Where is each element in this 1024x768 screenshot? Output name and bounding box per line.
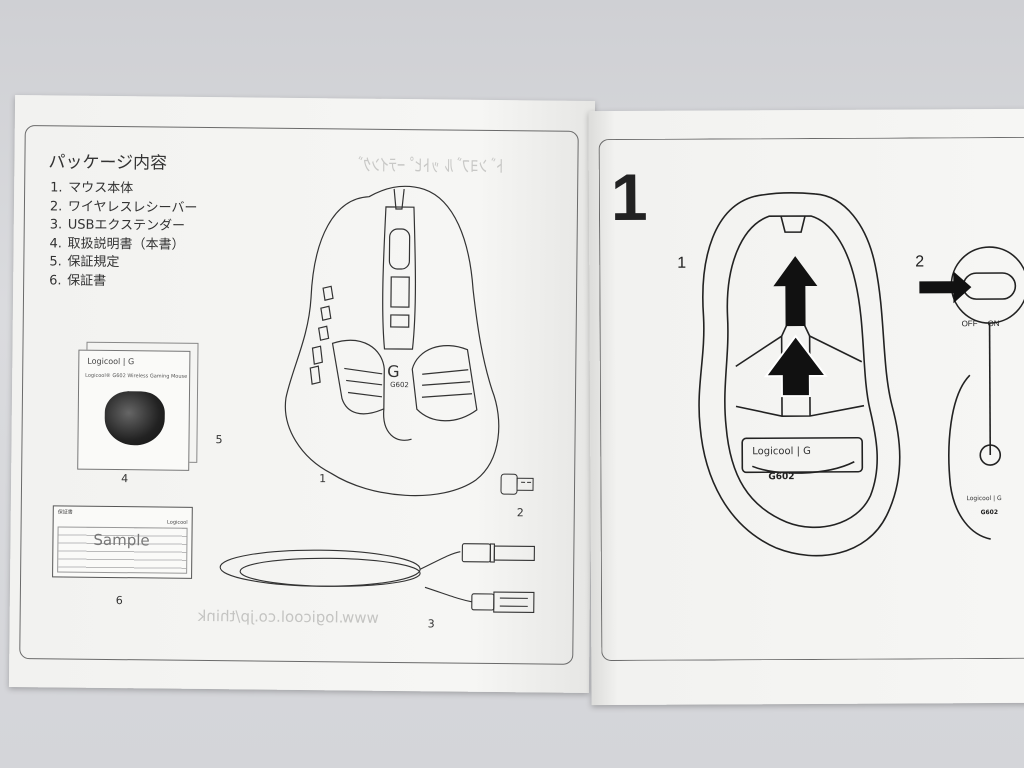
manual-subtitle: Logicool® G602 Wireless Gaming Mouse: [85, 372, 188, 380]
list-item: 3.USBエクステンダー: [49, 217, 186, 234]
warranty-card: 保証書 Logicool Sample: [52, 505, 193, 579]
battery-door-arrow-icon: [763, 334, 828, 398]
left-page: ﾄﾞﾝﾖﾌﾞﾙ ｯﾄﾋﾟｰﾃｲﾝｸﾞ パッケージ内容 1.マウス本体 2.ワイヤ…: [8, 94, 596, 694]
logicool-logo: Logicool | G: [752, 445, 811, 458]
warranty-logo: Logicool: [167, 519, 188, 526]
mouse-underside-illustration: [698, 191, 901, 557]
callout-2: 2: [516, 506, 524, 520]
mouse-illustration: G602 G: [284, 185, 500, 497]
list-item: 2.ワイヤレスレシーバー: [49, 198, 198, 216]
power-switch-illustration: [919, 246, 1024, 540]
sample-label: Sample: [93, 530, 150, 550]
right-page: 1 1 2 Logicool | G G602 OFF ON Logicool …: [588, 108, 1024, 706]
warranty-title: 保証書: [57, 509, 73, 516]
callout-3: 3: [427, 617, 435, 631]
callout-1: 1: [319, 472, 327, 486]
mouse-badge: G602: [390, 381, 409, 389]
model-label: G602: [768, 472, 795, 483]
arrow-up-icon: [773, 256, 818, 327]
logicool-logo-small: Logicool | G: [966, 494, 1002, 503]
callout-4: 4: [121, 472, 129, 486]
mouse-photo: [104, 390, 166, 446]
receiver-illustration: [500, 473, 534, 495]
contents-list: 1.マウス本体 2.ワイヤレスレシーバー 3.USBエクステンダー 4.取扱説明…: [49, 179, 198, 292]
callout-5: 5: [215, 433, 223, 447]
bleed-through-url: www.logicool.co.jp/think: [197, 606, 379, 627]
list-item: 6.保証書: [49, 272, 107, 289]
list-item: 4.取扱説明書（本書）: [49, 235, 185, 253]
switch-on-label: ON: [987, 319, 1000, 329]
usb-cable-illustration: [219, 543, 535, 613]
logicool-logo: Logicool | G: [87, 356, 135, 367]
switch-off-label: OFF: [961, 319, 978, 329]
step-number: 1: [610, 159, 648, 235]
page-title: パッケージ内容: [48, 152, 168, 174]
arrow-right-icon: [919, 271, 972, 304]
callout-6: 6: [115, 594, 123, 608]
g-logo-icon: G: [387, 362, 400, 381]
list-item: 1.マウス本体: [50, 180, 134, 197]
manual-booklet: Logicool | G Logicool® G602 Wireless Gam…: [77, 349, 191, 471]
list-item: 5.保証規定: [49, 254, 120, 271]
model-label-small: G602: [980, 509, 999, 517]
